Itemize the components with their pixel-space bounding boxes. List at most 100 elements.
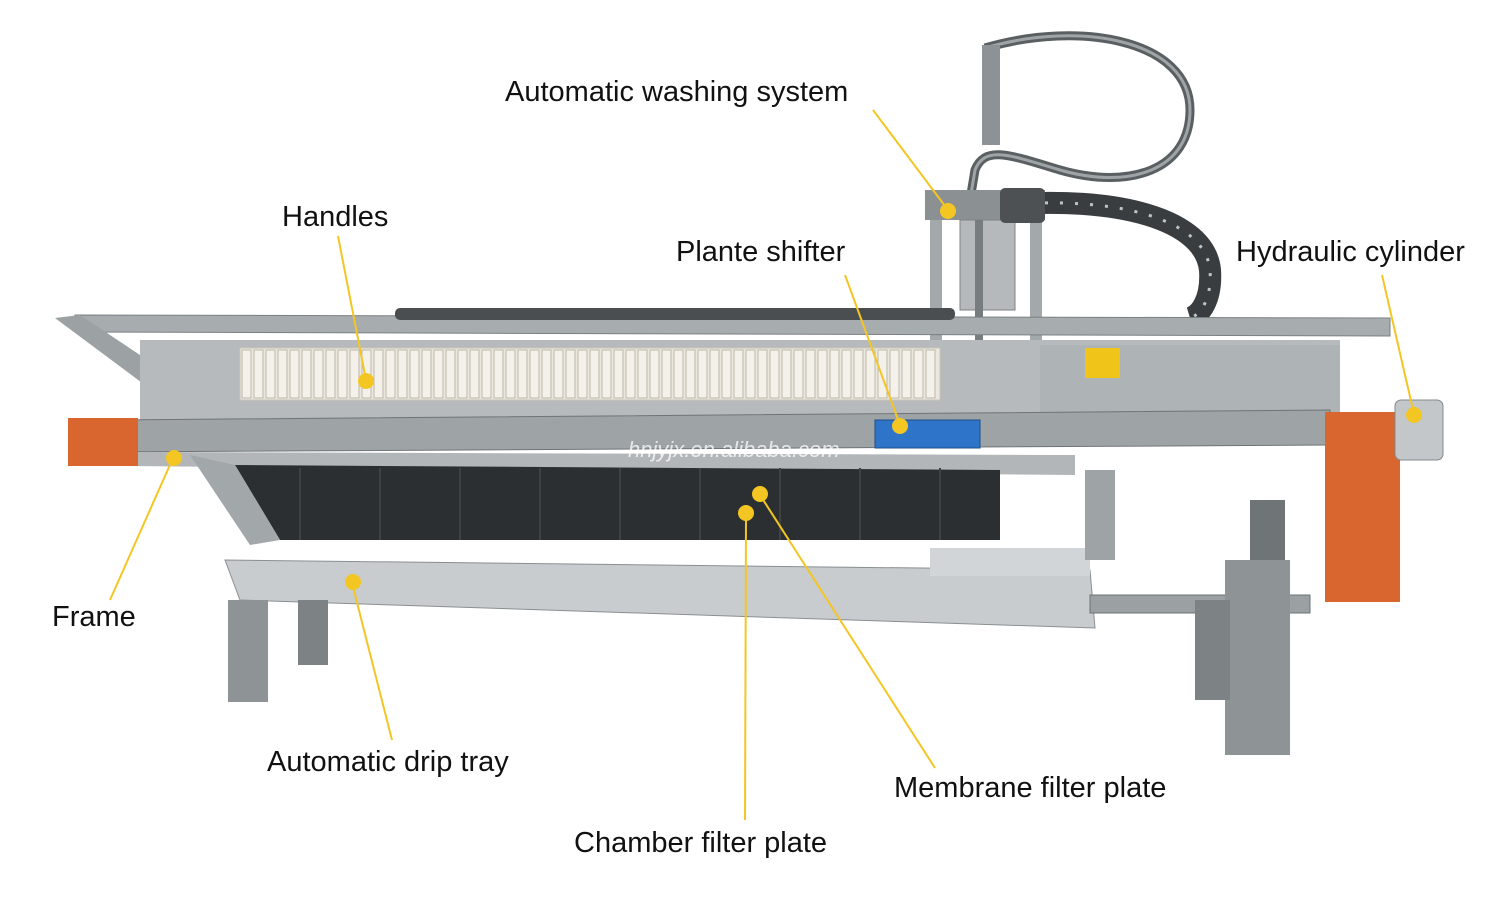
drip-tray (224, 559, 1096, 629)
plate-handle (661, 349, 672, 399)
cable-drag-chain-dots (999, 201, 1212, 320)
plate-handle (445, 349, 456, 399)
drip-tray-support (930, 548, 1090, 576)
plate-handle (505, 349, 516, 399)
warning-label (1085, 348, 1120, 378)
washing-motor (1000, 188, 1045, 223)
plate-handle (637, 349, 648, 399)
plate-handle (781, 349, 792, 399)
label-frame: Frame (52, 601, 136, 633)
leg-right-front (1225, 560, 1290, 755)
plate-handle (529, 349, 540, 399)
plate-handle (565, 349, 576, 399)
plate-handle (889, 349, 900, 399)
plate-handle (757, 349, 768, 399)
plate-handle (745, 349, 756, 399)
plate-handle (577, 349, 588, 399)
plate-handle (349, 349, 360, 399)
plate-handle (733, 349, 744, 399)
plate-handle (433, 349, 444, 399)
plate-handle (853, 349, 864, 399)
plate-handle (793, 349, 804, 399)
plate-handle (865, 349, 876, 399)
plate-handle (517, 349, 528, 399)
plate-handle (493, 349, 504, 399)
plate-handle (613, 349, 624, 399)
leg-left-back (298, 600, 328, 665)
plate-handle (829, 349, 840, 399)
leader-shifter (844, 274, 901, 426)
dot-drip (345, 574, 361, 590)
leg-left-front (228, 600, 268, 702)
plate-handle (409, 349, 420, 399)
leg-right-back (1195, 600, 1230, 700)
leader-chamber (744, 512, 747, 821)
dot-hydraulic (1406, 407, 1422, 423)
plate-handle (481, 349, 492, 399)
left-slope-plate (190, 455, 280, 545)
plate-handle (457, 349, 468, 399)
plate-handle (649, 349, 660, 399)
plate-handle (625, 349, 636, 399)
plate-handle (397, 349, 408, 399)
plate-handle (769, 349, 780, 399)
top-rail-cover (395, 308, 955, 320)
plate-handle (265, 349, 276, 399)
plate-handle (277, 349, 288, 399)
plate-handle (913, 349, 924, 399)
leader-hydraulic (1381, 274, 1415, 415)
filter-plates-stack (235, 465, 1000, 540)
leader-handles (337, 235, 367, 381)
plate-separators (299, 468, 941, 540)
plate-handle (589, 349, 600, 399)
plate-shifter-unit (874, 419, 981, 449)
leg-mid-right (1085, 470, 1115, 560)
label-hydraulic-cylinder: Hydraulic cylinder (1236, 236, 1465, 268)
plate-handle (373, 349, 384, 399)
dot-frame (166, 450, 182, 466)
dot-membrane (752, 486, 768, 502)
plate-handle (877, 349, 888, 399)
plate-handle (337, 349, 348, 399)
plate-handle (289, 349, 300, 399)
dot-chamber (738, 505, 754, 521)
plate-handle (421, 349, 432, 399)
plate-handle (805, 349, 816, 399)
filter-plate-handles (239, 347, 941, 401)
washing-tower-inner-post (975, 220, 983, 400)
callout-leaders (109, 109, 1415, 821)
plate-handle (817, 349, 828, 399)
plate-handle (901, 349, 912, 399)
plate-handle (697, 349, 708, 399)
plate-handle (685, 349, 696, 399)
plate-handle (241, 349, 252, 399)
orange-end-block-left (68, 418, 138, 466)
plate-handle (841, 349, 852, 399)
label-automatic-washing-system: Automatic washing system (505, 76, 849, 108)
leader-washing (872, 109, 949, 211)
washing-tower-mid (959, 219, 1016, 311)
label-membrane-filter-plate: Membrane filter plate (894, 772, 1167, 804)
plate-handle (601, 349, 612, 399)
plate-handle (313, 349, 324, 399)
plate-handle (253, 349, 264, 399)
label-automatic-drip-tray: Automatic drip tray (267, 746, 509, 778)
washing-nozzle (982, 45, 1000, 145)
leader-frame (109, 457, 174, 601)
leader-drip (351, 582, 393, 741)
dot-shifter (892, 418, 908, 434)
dot-washing (940, 203, 956, 219)
plate-handle (673, 349, 684, 399)
leader-membrane (759, 494, 936, 769)
plate-handle (469, 349, 480, 399)
plate-handle (721, 349, 732, 399)
label-plante-shifter: Plante shifter (676, 236, 846, 268)
orange-end-block-right (1325, 412, 1400, 602)
plate-handle (541, 349, 552, 399)
label-handles: Handles (282, 201, 389, 233)
plate-handle (301, 349, 312, 399)
dot-handles (358, 373, 374, 389)
washing-hose-inner (968, 34, 1192, 201)
plate-handle (385, 349, 396, 399)
